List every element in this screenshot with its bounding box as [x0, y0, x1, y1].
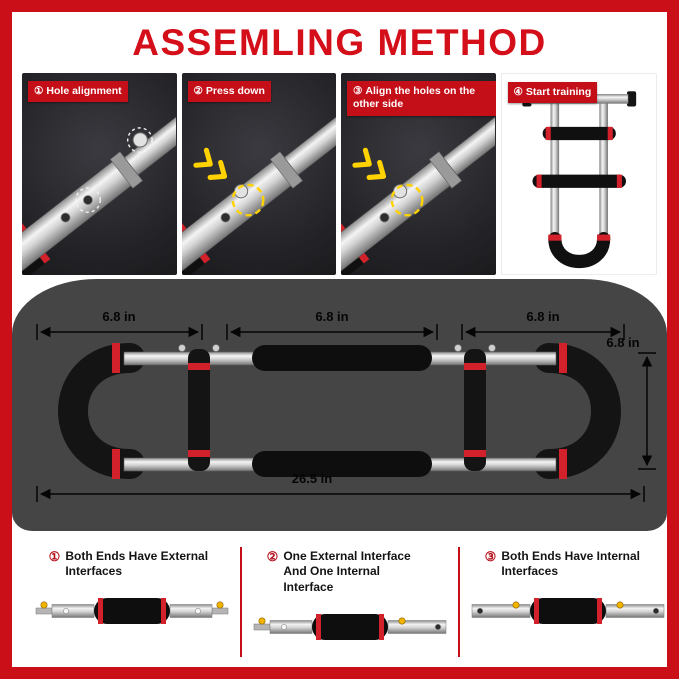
hole-highlight-icon	[126, 127, 153, 153]
dimension-label-center: 6.8 in	[315, 309, 348, 324]
interface-options-row: ① Both Ends Have External Interfaces	[24, 546, 665, 657]
step-1-illustration	[22, 72, 177, 275]
step-4-label: Start training	[525, 85, 592, 98]
dimensions-diagram: 6.8 in 6.8 in 6.8 in 6.8 in 26.5 in	[36, 309, 656, 502]
interface-1-label: Both Ends Have External Interfaces	[65, 548, 209, 579]
step-3-number: ③	[353, 84, 363, 97]
interface-3-heading: ③ Both Ends Have Internal Interfaces	[485, 549, 652, 580]
interface-1-heading: ① Both Ends Have External Interfaces	[49, 549, 216, 580]
step-2-number: ②	[193, 84, 203, 97]
step-3-label: Align the holes on the other side	[353, 84, 476, 111]
dimension-lines	[36, 323, 656, 502]
step-2-label: Press down	[205, 84, 265, 97]
dimensions-section: 6.8 in 6.8 in 6.8 in 6.8 in 26.5 in	[12, 278, 667, 531]
interface-2-number: ②	[266, 548, 279, 564]
dimension-label-height: 6.8 in	[606, 335, 639, 350]
step-3-illustration	[341, 72, 496, 275]
interface-3-diagram	[471, 598, 665, 625]
press-arrows-icon	[192, 147, 227, 180]
interface-3-number: ③	[484, 548, 497, 564]
dimension-label-right: 6.8 in	[526, 309, 559, 324]
interface-2-diagram	[253, 613, 447, 640]
interface-1-diagram	[35, 598, 229, 625]
interface-option-2: ② One External Interface And One Interna…	[240, 546, 458, 657]
interface-1-number: ①	[48, 548, 61, 564]
dimension-label-total: 26.5 in	[292, 471, 333, 486]
press-target-highlight-icon	[231, 183, 265, 217]
dimension-label-left: 6.8 in	[102, 309, 135, 324]
interface-option-1: ① Both Ends Have External Interfaces	[24, 547, 240, 657]
interface-3-label: Both Ends Have Internal Interfaces	[501, 548, 641, 579]
pull-up-bar-drawing	[58, 342, 621, 479]
hole-highlight-icon	[75, 186, 101, 213]
align-arrows-icon	[352, 147, 387, 180]
interface-2-heading: ② One External Interface And One Interna…	[267, 549, 434, 596]
step-1-label: Hole alignment	[46, 84, 122, 97]
page-title: ASSEMLING METHOD	[132, 22, 547, 63]
step-2-illustration	[181, 72, 336, 275]
interface-2-label: One External Interface And One Internal …	[283, 548, 411, 595]
interface-option-3: ③ Both Ends Have Internal Interfaces	[458, 546, 667, 657]
step-4-illustration	[521, 91, 636, 268]
step-1-number: ①	[34, 84, 44, 97]
align-target-highlight-icon	[390, 183, 424, 217]
step-4-number: ④	[513, 85, 523, 98]
